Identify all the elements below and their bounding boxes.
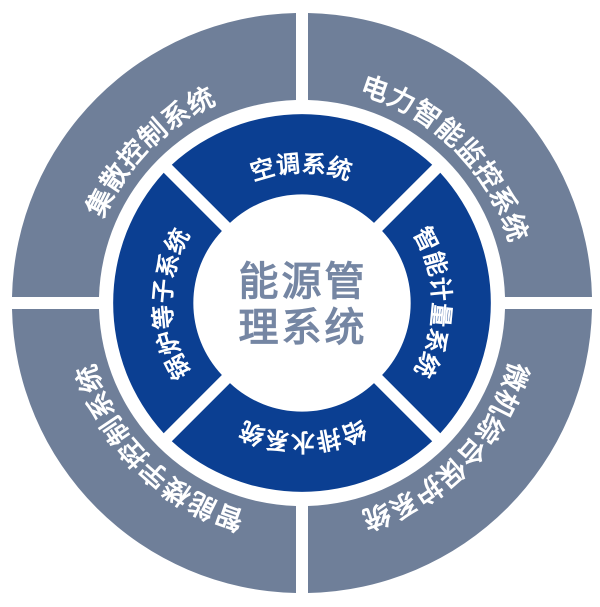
center-title-line1: 能源管: [239, 259, 368, 305]
inner-segment-left[interactable]: [113, 172, 222, 434]
center-title-line2: 理系统: [239, 305, 368, 351]
outer-segment-top-right[interactable]: [308, 13, 592, 297]
inner-segment-right[interactable]: [382, 172, 491, 434]
outer-segment-bottom-left[interactable]: [12, 309, 296, 593]
inner-ring-segments: [113, 114, 491, 492]
outer-ring: [12, 13, 592, 593]
inner-segment-top[interactable]: [171, 114, 433, 223]
inner-segment-bottom[interactable]: [171, 383, 433, 492]
center-title: 能源管 理系统: [239, 259, 368, 351]
outer-segment-bottom-right[interactable]: [308, 309, 592, 593]
outer-segment-top-left[interactable]: [12, 13, 296, 297]
